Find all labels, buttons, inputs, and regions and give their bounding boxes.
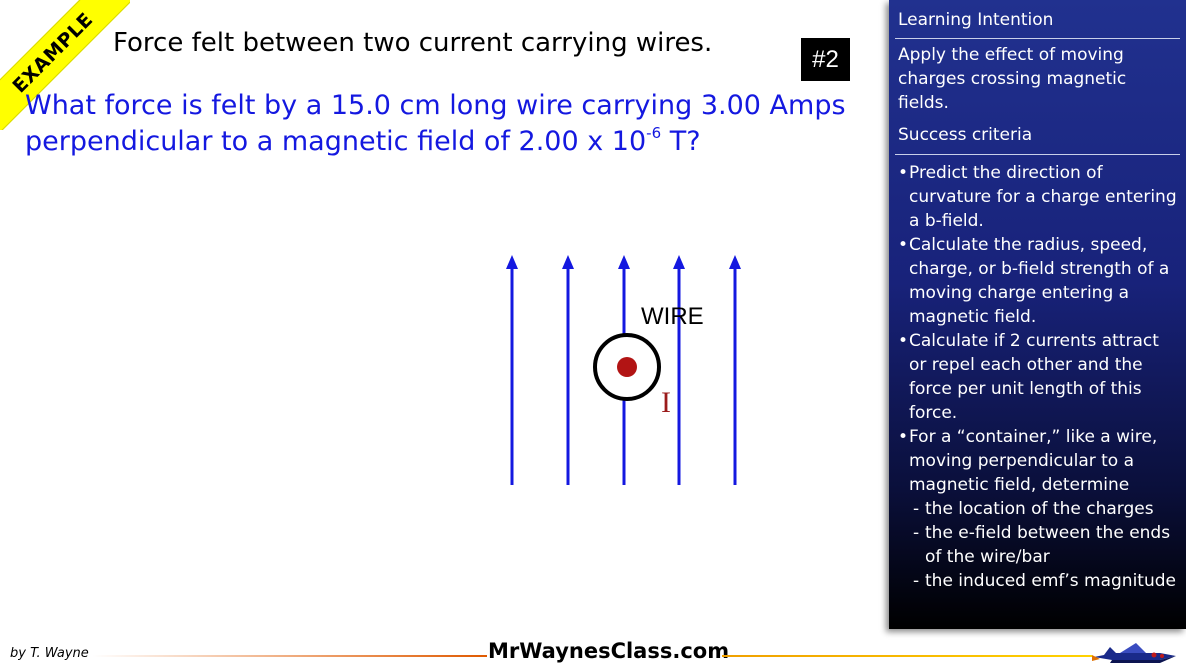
sub-criteria-item: the location of the charges bbox=[913, 497, 1180, 521]
magnetic-field-diagram bbox=[506, 255, 741, 485]
criteria-item: Predict the direction of curvature for a… bbox=[898, 161, 1180, 233]
footer-divider bbox=[92, 655, 487, 657]
question-text-end: T? bbox=[661, 126, 701, 157]
sub-criteria-item: the induced emf’s magnitude bbox=[913, 569, 1180, 593]
slide-title: Force felt between two current carrying … bbox=[113, 28, 713, 58]
rocket-icon bbox=[1092, 643, 1176, 663]
question-exponent: -6 bbox=[646, 124, 662, 142]
criteria-item-text: For a “container,” like a wire, moving p… bbox=[909, 427, 1158, 495]
learning-intention-heading: Learning Intention bbox=[898, 10, 1054, 30]
success-criteria-list: Predict the direction of curvature for a… bbox=[889, 155, 1186, 593]
author-credit: by T. Wayne bbox=[10, 646, 89, 661]
example-number-badge: #2 bbox=[801, 38, 850, 81]
question-text: What force is felt by a 15.0 cm long wir… bbox=[25, 88, 885, 160]
current-symbol: I bbox=[661, 386, 671, 419]
criteria-item: For a “container,” like a wire, moving p… bbox=[898, 425, 1180, 593]
learning-panel: Learning Intention Apply the effect of m… bbox=[889, 0, 1186, 629]
sub-criteria-item: the e-field between the ends of the wire… bbox=[913, 521, 1180, 569]
footer-divider bbox=[722, 655, 1092, 657]
field-line bbox=[506, 255, 518, 485]
criteria-item: Calculate the radius, speed, charge, or … bbox=[898, 233, 1180, 329]
learning-intention-text: Apply the effect of moving charges cross… bbox=[898, 45, 1127, 113]
sub-criteria-list: the location of the charges the e-field … bbox=[909, 497, 1180, 593]
wire-label: WIRE bbox=[641, 303, 704, 330]
field-line bbox=[673, 255, 685, 485]
site-name: MrWaynesClass.com bbox=[488, 639, 730, 663]
field-line bbox=[729, 255, 741, 485]
current-out-dot bbox=[617, 357, 637, 377]
field-line bbox=[562, 255, 574, 485]
success-criteria-heading: Success criteria bbox=[898, 125, 1033, 145]
criteria-item: Calculate if 2 currents attract or repel… bbox=[898, 329, 1180, 425]
panel-divider bbox=[895, 154, 1180, 155]
panel-divider bbox=[895, 38, 1180, 39]
question-text-main: What force is felt by a 15.0 cm long wir… bbox=[25, 90, 846, 157]
